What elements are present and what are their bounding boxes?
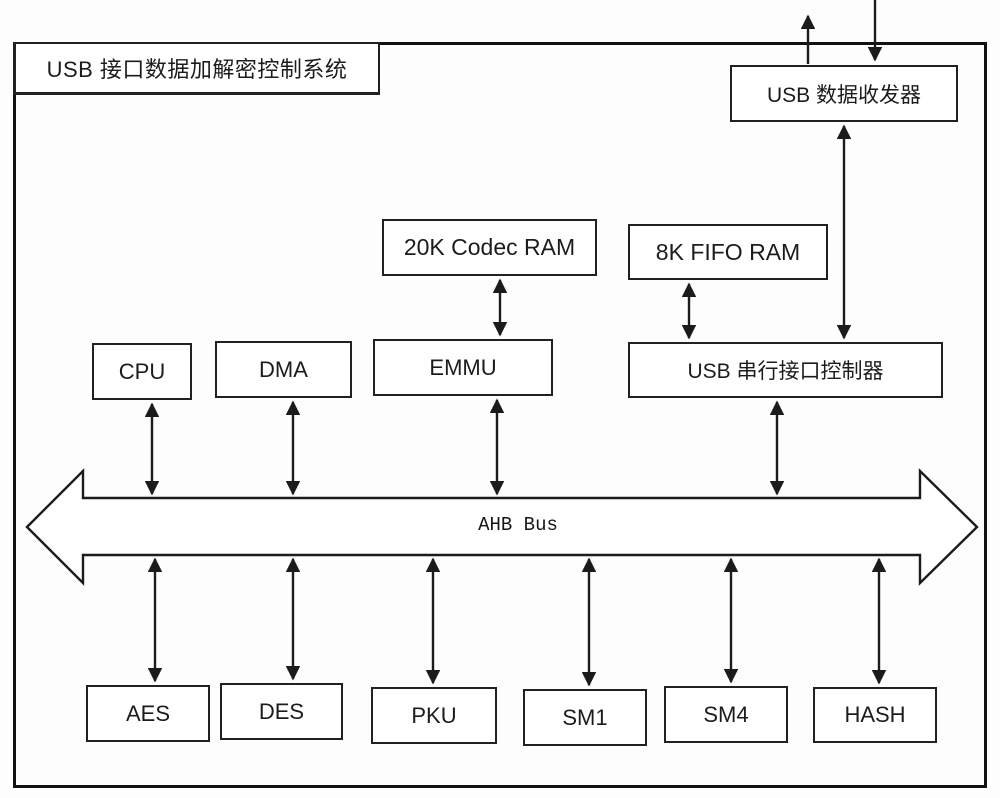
node-usb-transceiver: USB 数据收发器	[730, 65, 958, 122]
node-usb-serial-controller: USB 串行接口控制器	[628, 342, 943, 398]
node-cpu: CPU	[92, 343, 192, 400]
node-aes: AES	[86, 685, 210, 742]
system-boundary	[13, 42, 987, 788]
ahb-bus-shape	[25, 468, 979, 586]
node-fifo-ram: 8K FIFO RAM	[628, 224, 828, 280]
diagram-title: USB 接口数据加解密控制系统	[13, 42, 380, 95]
node-dma: DMA	[215, 341, 352, 398]
node-pku: PKU	[371, 687, 497, 744]
node-sm4: SM4	[664, 686, 788, 743]
node-des: DES	[220, 683, 343, 740]
ahb-bus-label: AHB Bus	[478, 514, 558, 536]
node-codec-ram: 20K Codec RAM	[382, 219, 597, 276]
node-hash: HASH	[813, 687, 937, 743]
node-emmu: EMMU	[373, 339, 553, 396]
node-sm1: SM1	[523, 689, 647, 746]
